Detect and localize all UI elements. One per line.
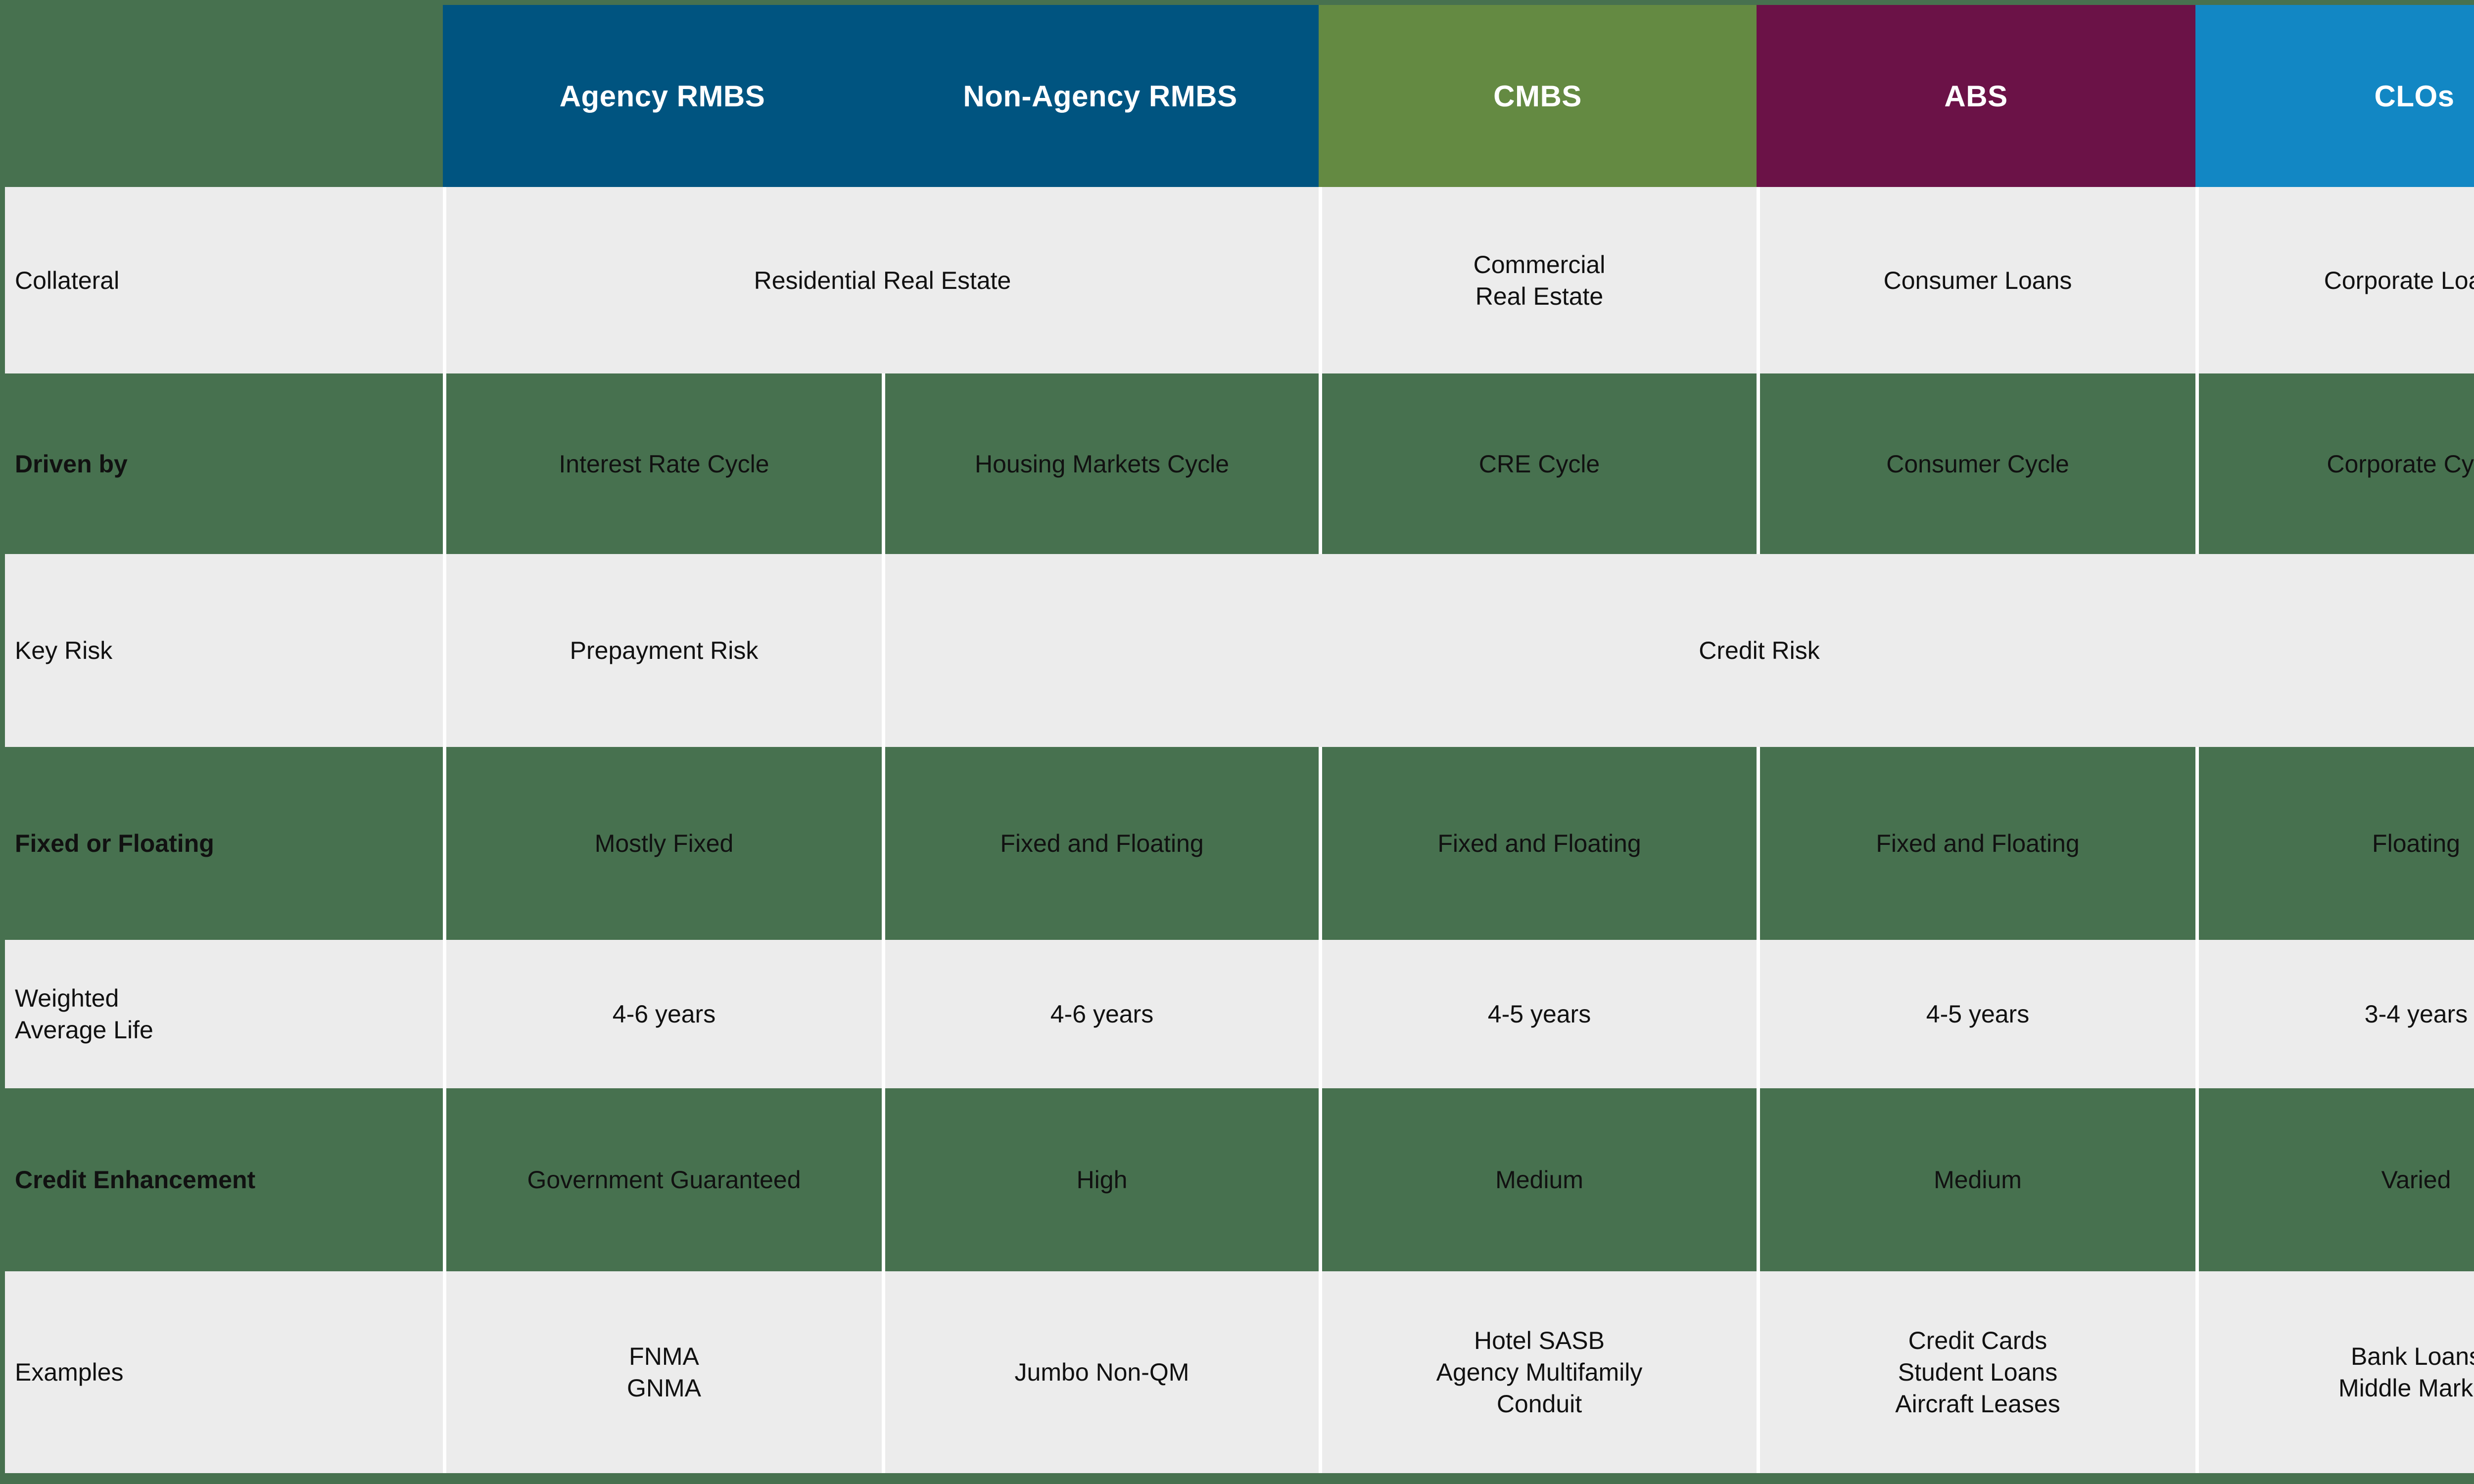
row-label-credit-enhancement: Credit Enhancement: [5, 1088, 443, 1271]
column-header-cmbs: CMBS: [1319, 5, 1757, 187]
table-cell: Medium: [1319, 1088, 1757, 1271]
table-cell: 4-6 years: [443, 940, 882, 1088]
row-label-weighted-average-life: Weighted Average Life: [5, 940, 443, 1088]
table-cell: Varied: [2195, 1088, 2474, 1271]
table-cell: Credit Risk: [882, 554, 2474, 747]
table-cell: CRE Cycle: [1319, 373, 1757, 554]
column-header-clos: CLOs: [2195, 5, 2474, 187]
column-header-abs: ABS: [1757, 5, 2195, 187]
table-cell: FNMA GNMA: [443, 1271, 882, 1473]
table-cell: Interest Rate Cycle: [443, 373, 882, 554]
table-cell: Fixed and Floating: [882, 747, 1319, 940]
table-cell: 4-6 years: [882, 940, 1319, 1088]
table-cell: Fixed and Floating: [1319, 747, 1757, 940]
table-cell: Prepayment Risk: [443, 554, 882, 747]
table-cell: Commercial Real Estate: [1319, 187, 1757, 373]
table-cell: Bank Loans Middle Market: [2195, 1271, 2474, 1473]
table-cell: 4-5 years: [1319, 940, 1757, 1088]
table-cell: Hotel SASB Agency Multifamily Conduit: [1319, 1271, 1757, 1473]
table-cell: Fixed and Floating: [1757, 747, 2195, 940]
table-corner-cell: [5, 5, 443, 187]
table-cell: Corporate Cycle: [2195, 373, 2474, 554]
column-header-agency-rmbs: Agency RMBS: [443, 5, 882, 187]
row-label-examples: Examples: [5, 1271, 443, 1473]
table-cell: Mostly Fixed: [443, 747, 882, 940]
row-label-key-risk: Key Risk: [5, 554, 443, 747]
table-cell: Credit Cards Student Loans Aircraft Leas…: [1757, 1271, 2195, 1473]
table-cell: Consumer Loans: [1757, 187, 2195, 373]
table-cell: Residential Real Estate: [443, 187, 1319, 373]
table-cell: High: [882, 1088, 1319, 1271]
row-label-collateral: Collateral: [5, 187, 443, 373]
column-header-non-agency-rmbs: Non-Agency RMBS: [882, 5, 1319, 187]
table-cell: Corporate Loans: [2195, 187, 2474, 373]
table-cell: Consumer Cycle: [1757, 373, 2195, 554]
row-label-fixed-or-floating: Fixed or Floating: [5, 747, 443, 940]
table-cell: Housing Markets Cycle: [882, 373, 1319, 554]
table-cell: Floating: [2195, 747, 2474, 940]
table-cell: 4-5 years: [1757, 940, 2195, 1088]
table-cell: 3-4 years: [2195, 940, 2474, 1088]
table-cell: Jumbo Non-QM: [882, 1271, 1319, 1473]
table-cell: Medium: [1757, 1088, 2195, 1271]
row-label-driven-by: Driven by: [5, 373, 443, 554]
table-cell: Government Guaranteed: [443, 1088, 882, 1271]
